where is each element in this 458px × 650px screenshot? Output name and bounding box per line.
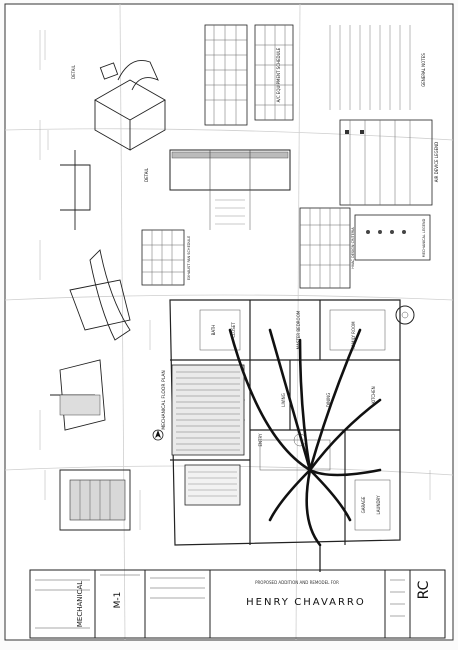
duct-runs: [228, 328, 382, 547]
hvac-criteria-table: [299, 207, 351, 289]
iso-detail-label: DETAIL: [71, 64, 76, 79]
general-notes-block: [329, 25, 411, 110]
room-living: LIVING: [281, 393, 286, 406]
room-closet: CLOSET: [231, 322, 236, 338]
iso-duct-detail: [94, 60, 166, 151]
project-line: PROPOSED ADDITION AND REMODEL FOR: [255, 580, 339, 585]
room-laundry: LAUNDRY: [376, 495, 381, 515]
annotation-marks: [39, 30, 431, 530]
client-name-first: HENRY: [246, 597, 290, 608]
equipment-schedule-table-2: [254, 24, 294, 121]
exhaust-fan-schedule-title: EXHAUST FAN SCHEDULE: [187, 236, 191, 280]
equipment-schedule-title: A/C EQUIPMENT SCHEDULE: [276, 47, 281, 102]
plan-notes-block-2: [184, 464, 241, 506]
section-detail-title: DETAIL: [144, 167, 149, 182]
room-bath: BATH: [211, 325, 216, 336]
plan-notes-block: [171, 364, 245, 456]
room-garage: GARAGE: [361, 496, 366, 513]
client-name-last: CHAVARRO: [294, 597, 366, 608]
room-master-bedroom: MASTER BEDROOM: [296, 310, 301, 349]
floor-plan-outline: [169, 299, 401, 546]
section-detail: [169, 149, 291, 230]
sheet-border: [4, 3, 454, 641]
room-dining: DINING: [326, 393, 331, 408]
exhaust-fan-schedule-table: [141, 229, 185, 286]
equipment-schedule-table: [204, 24, 248, 126]
mechanical-legend-title: MECHANICAL LEGEND: [422, 218, 426, 257]
room-family: FAMILY ROOM: [351, 321, 356, 349]
hvac-criteria-title: HVAC DESIGN CRITERIA: [351, 227, 355, 269]
air-device-legend-block: [339, 119, 433, 206]
left-detail-hatch: [59, 394, 126, 521]
firm-initials: RC: [416, 580, 432, 599]
title-block: [29, 569, 446, 639]
mechanical-legend-block: [354, 214, 431, 261]
sheet-number: M-1: [113, 592, 123, 609]
sheet-title: MECHANICAL: [76, 581, 84, 627]
air-device-legend-title: AIR DEVICE LEGEND: [434, 142, 439, 183]
north-arrow-icon: [152, 429, 164, 441]
room-kitchen: KITCHEN: [371, 386, 376, 403]
room-entry: ENTRY: [258, 433, 263, 446]
left-details: [50, 150, 131, 531]
general-notes-title: GENERAL NOTES: [421, 53, 426, 87]
main-plan-title: MECHANICAL FLOOR PLAN: [161, 370, 167, 430]
